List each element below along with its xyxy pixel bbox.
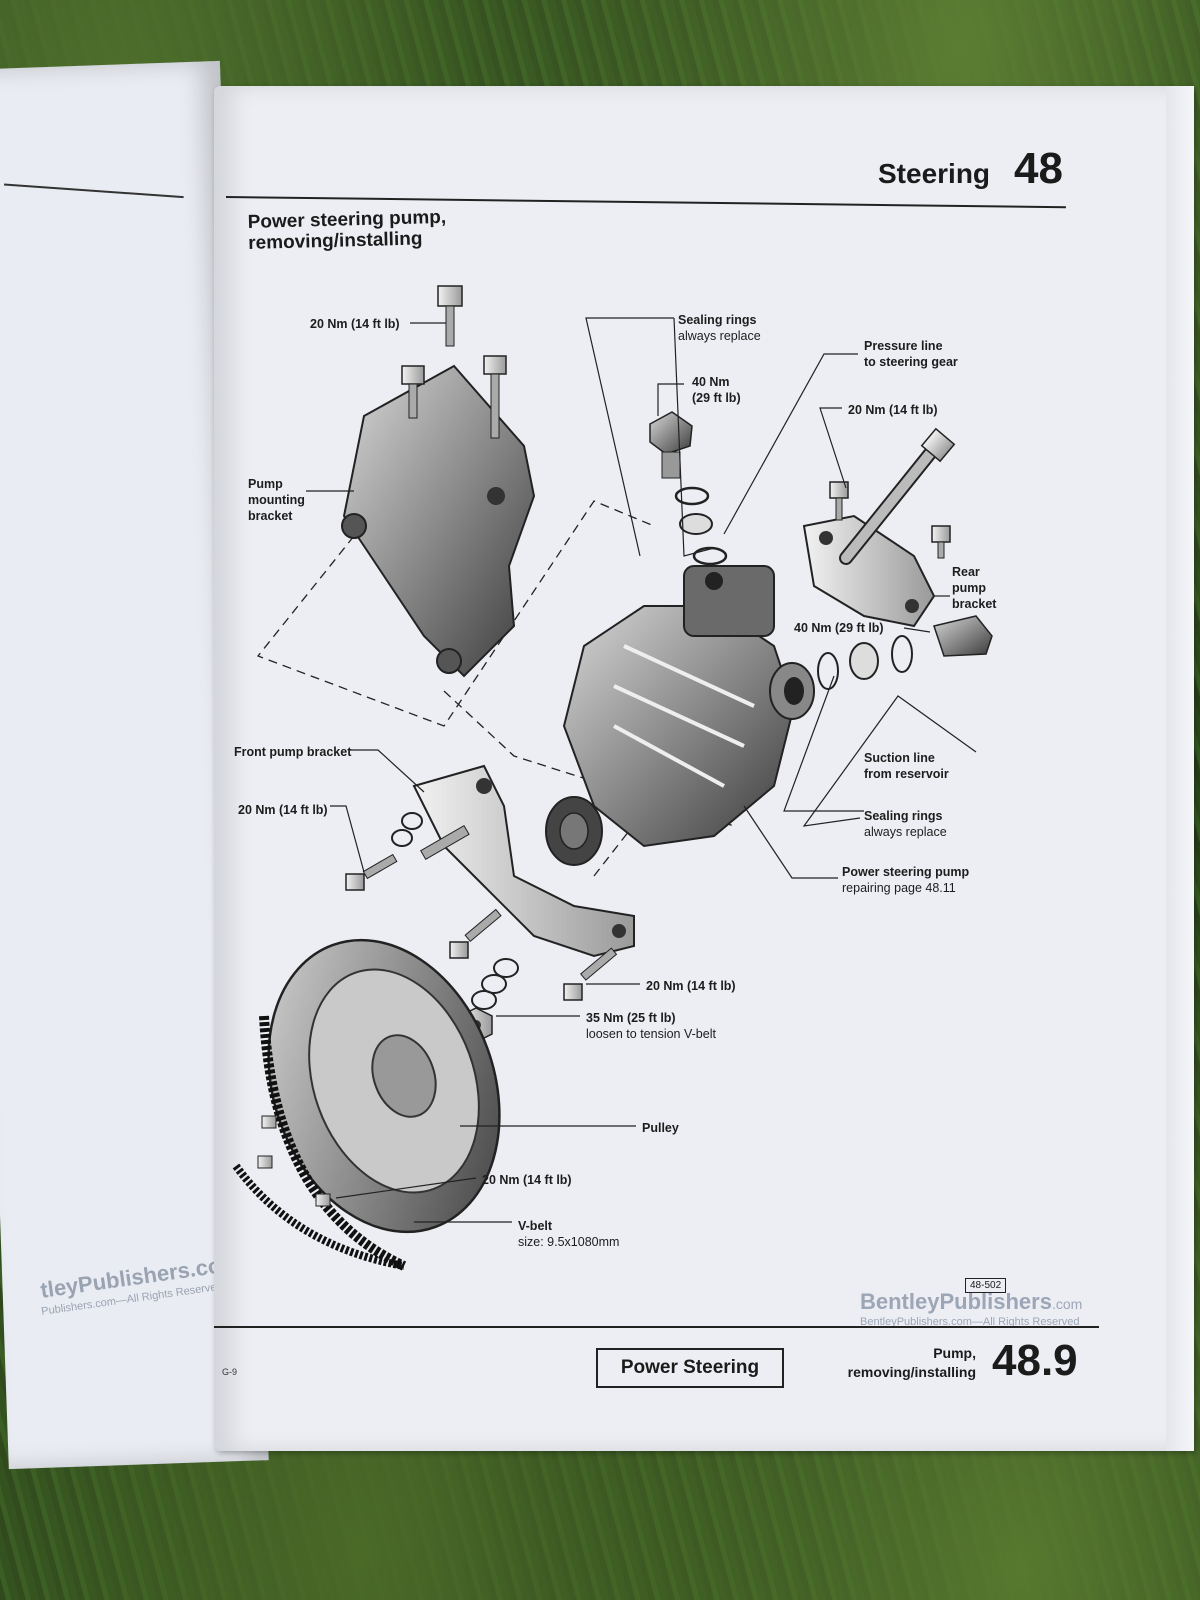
label-front-pump-bracket: Front pump bracket [234, 745, 352, 759]
label-rear-bracket-line3: bracket [952, 597, 997, 611]
label-front-bolt: 20 Nm (14 ft lb) [238, 803, 328, 817]
print-code: G-9 [222, 1367, 238, 1377]
label-nut-torque: 35 Nm (25 ft lb) loosen to tension V-bel… [586, 1010, 716, 1042]
label-suction-line1: Suction line [864, 751, 935, 765]
label-sealing-bottom-line2: always replace [864, 825, 947, 839]
label-banjo-line2: (29 ft lb) [692, 391, 741, 405]
label-v-belt: V-belt size: 9.5x1080mm [518, 1218, 619, 1250]
label-rear-pump-bracket: Rear pump bracket [952, 564, 996, 612]
label-rear-bracket-line2: pump [952, 581, 987, 595]
label-suction-line2: from reservoir [864, 767, 949, 781]
page-number: 48.9 [992, 1336, 1078, 1385]
footer-rule [214, 1326, 1099, 1328]
label-rear-bracket-line1: Rear [952, 565, 980, 579]
figure-reference: 48-502 [965, 1278, 1007, 1293]
label-pump-bracket-line1: Pump [248, 477, 283, 491]
label-banjo-torque: 40 Nm (29 ft lb) [692, 374, 741, 406]
label-pressure-line1: Pressure line [864, 339, 943, 353]
footer-subtitle-line2: removing/installing [847, 1364, 976, 1380]
label-power-steering-pump: Power steering pump repairing page 48.11 [842, 864, 969, 896]
pressure-banjo [649, 411, 728, 566]
label-pump-bracket-line2: mounting [248, 493, 305, 507]
label-sealing-top-line1: Sealing rings [678, 313, 757, 327]
label-pressure-line: Pressure line to steering gear [864, 338, 958, 370]
label-pump-mounting-bracket: Pump mounting bracket [248, 476, 305, 524]
footer-subtitle: Pump, removing/installing [828, 1344, 976, 1382]
suction-banjo [817, 615, 993, 690]
label-bolt-top: 20 Nm (14 ft lb) [310, 317, 400, 331]
section-number: 48 [1014, 144, 1063, 193]
pulley-and-belt [232, 938, 501, 1271]
page-edge [1166, 86, 1194, 1451]
label-sealing-rings-bottom: Sealing rings always replace [864, 808, 947, 840]
pump-body [545, 565, 815, 866]
label-rear-bolt: 20 Nm (14 ft lb) [848, 403, 938, 417]
label-nut-line2: loosen to tension V-belt [586, 1027, 716, 1041]
label-banjo-line1: 40 Nm [692, 375, 730, 389]
label-pump-line1: Power steering pump [842, 865, 970, 879]
chapter-box: Power Steering [596, 1348, 784, 1388]
footer-subtitle-line1: Pump, [933, 1345, 976, 1361]
section-title: Steering [878, 158, 991, 189]
label-pump-bracket-line3: bracket [248, 509, 293, 523]
label-lower-bolt: 20 Nm (14 ft lb) [646, 979, 736, 993]
publisher-watermark: BentleyPublishers.com [860, 1289, 1082, 1315]
label-sealing-rings-top: Sealing rings always replace [678, 312, 761, 344]
label-sealing-bottom-line1: Sealing rings [864, 809, 943, 823]
label-nut-line1: 35 Nm (25 ft lb) [586, 1011, 676, 1025]
label-vbelt-line1: V-belt [518, 1219, 553, 1233]
rear-pump-bracket [802, 427, 956, 628]
label-sealing-top-line2: always replace [678, 329, 761, 343]
label-vbelt-line2: size: 9.5x1080mm [518, 1235, 620, 1249]
publisher-brand-suffix: .com [1051, 1296, 1083, 1312]
leader-lines [306, 317, 977, 1223]
label-suction-banjo: 40 Nm (29 ft lb) [794, 621, 884, 635]
left-page-rule [3, 183, 184, 199]
label-pulley-bolt: 20 Nm (14 ft lb) [482, 1173, 572, 1187]
right-page: Steering 48 Power steering pump, removin… [214, 86, 1194, 1451]
label-suction-line: Suction line from reservoir [864, 750, 949, 782]
pump-mounting-bracket [341, 364, 536, 678]
bracket-bolts [401, 285, 507, 439]
label-pump-line2: repairing page 48.11 [842, 881, 956, 895]
exploded-diagram [232, 285, 993, 1271]
publisher-rights: BentleyPublishers.com—All Rights Reserve… [860, 1316, 1080, 1328]
publisher-brand: BentleyPublishers [860, 1289, 1052, 1314]
label-pulley: Pulley [642, 1121, 679, 1135]
label-pressure-line2: to steering gear [864, 355, 958, 369]
front-pump-bracket [345, 764, 635, 1001]
